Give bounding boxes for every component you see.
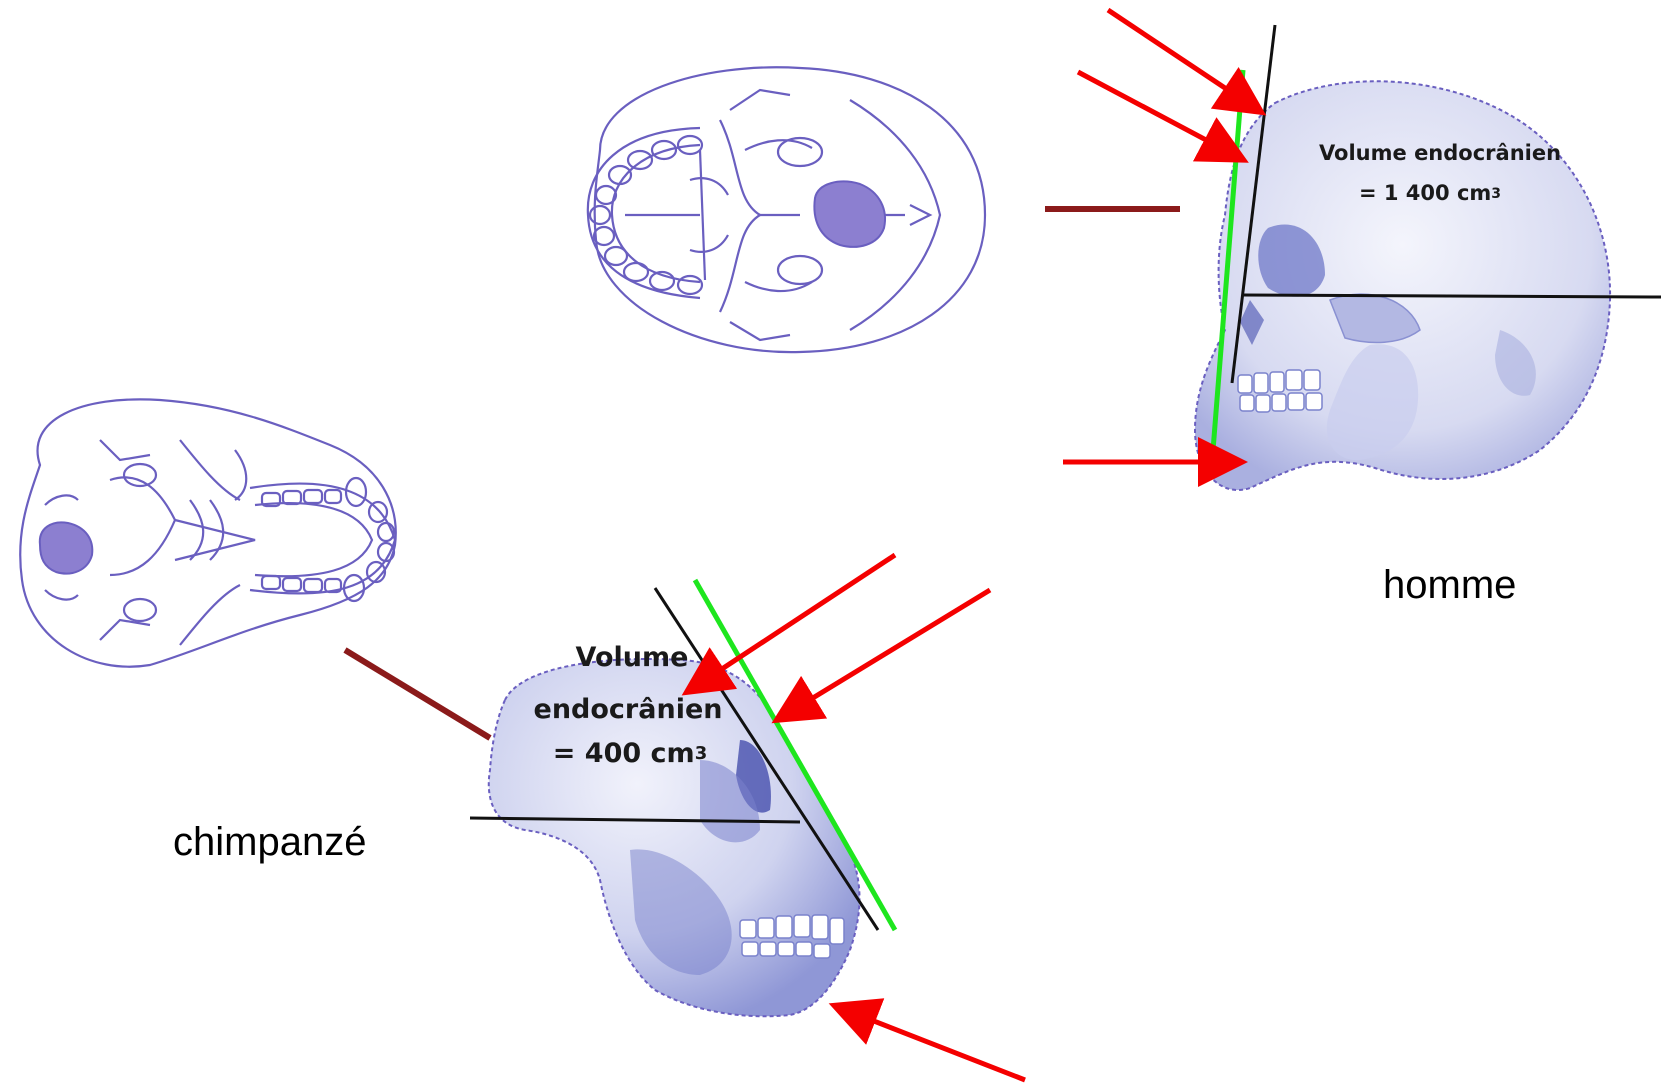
human-arrow-forehead xyxy=(1078,72,1240,158)
chimp-teeth xyxy=(262,478,394,601)
human-volume-value-line: = 1 400 cm3 xyxy=(1359,181,1501,205)
chimp-volume-label-line2: endocrânien xyxy=(534,694,723,725)
human-volume-label: Volume endocrânien xyxy=(1319,141,1561,165)
chimp-foramen-magnum xyxy=(40,522,92,573)
human-skull-base-drawing xyxy=(588,67,985,352)
human-volume-exponent: 3 xyxy=(1491,186,1501,202)
human-species-label: homme xyxy=(1383,563,1516,608)
human-arrow-forehead-top xyxy=(1108,10,1258,110)
chimp-volume-label-line1: Volume xyxy=(576,642,689,673)
chimp-volume-exponent: 3 xyxy=(695,743,708,764)
human-foramen-magnum xyxy=(814,182,885,247)
chimp-connector-line xyxy=(345,650,490,738)
chimp-arrow-chin xyxy=(838,1007,1025,1080)
human-horizontal-line-black xyxy=(1243,295,1661,297)
chimp-species-label: chimpanzé xyxy=(173,820,366,865)
human-volume-value: = 1 400 cm xyxy=(1359,181,1491,205)
chimp-volume-value-line: = 400 cm3 xyxy=(553,738,707,769)
chimp-profile-teeth xyxy=(740,915,844,958)
chimp-volume-value: = 400 cm xyxy=(553,738,695,769)
